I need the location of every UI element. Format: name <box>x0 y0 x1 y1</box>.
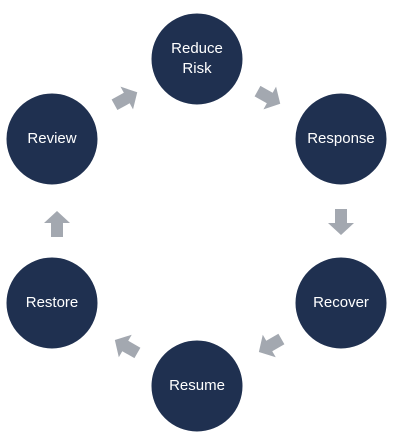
stage-circle-recover <box>292 254 390 352</box>
connector-arrows <box>44 85 354 359</box>
arrow-shape <box>328 209 354 235</box>
stage-circle-response <box>292 90 390 188</box>
stage-circle-restore <box>3 254 101 352</box>
arrow-icon-review-to-reduce-risk <box>111 86 138 111</box>
arrow-shape <box>111 86 138 111</box>
stage-recover: Recover <box>292 254 390 352</box>
stage-circle-review <box>3 90 101 188</box>
stage-label-reduce-risk: Reduce <box>171 40 223 57</box>
stage-circle-reduce-risk <box>148 10 246 108</box>
arrow-icon-recover-to-resume <box>258 333 285 358</box>
arrow-icon-reduce-risk-to-response <box>254 85 281 110</box>
arrow-shape <box>254 85 281 110</box>
arrow-icon-resume-to-restore <box>114 334 141 359</box>
arrow-shape <box>114 334 141 359</box>
arrow-icon-restore-to-review <box>44 211 70 237</box>
stage-review: Review <box>3 90 101 188</box>
arrow-shape <box>44 211 70 237</box>
stage-circle-resume <box>148 337 246 435</box>
arrow-shape <box>258 333 285 358</box>
stage-label-recover: Recover <box>313 294 369 311</box>
stage-response: Response <box>292 90 390 188</box>
stage-label-reduce-risk: Risk <box>182 60 212 77</box>
stage-resume: Resume <box>148 337 246 435</box>
stage-label-review: Review <box>27 130 76 147</box>
arrow-icon-response-to-recover <box>328 209 354 235</box>
stage-label-restore: Restore <box>26 294 79 311</box>
stage-label-resume: Resume <box>169 377 225 394</box>
stage-label-response: Response <box>307 130 375 147</box>
stage-restore: Restore <box>3 254 101 352</box>
